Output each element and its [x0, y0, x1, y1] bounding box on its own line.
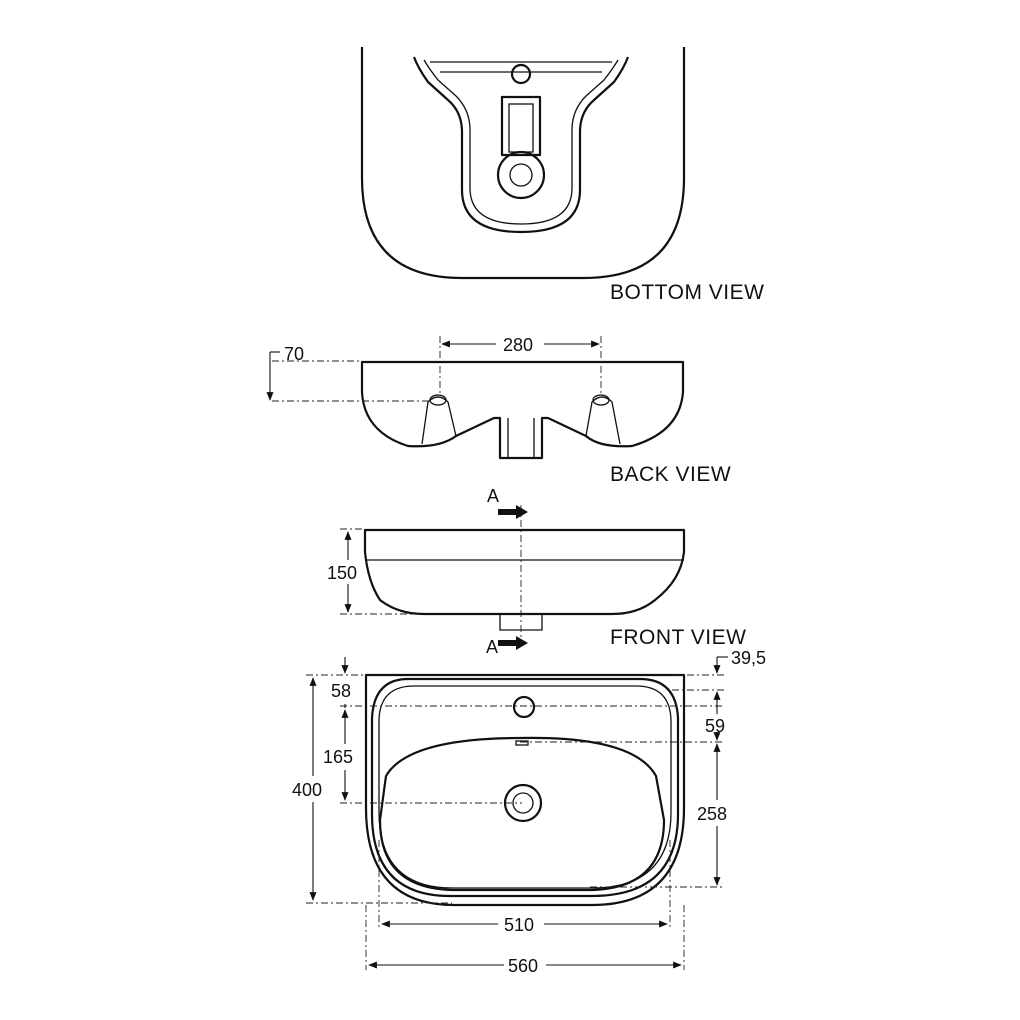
- top-view-drain-inner: [512, 792, 534, 814]
- section-arrow-top: [498, 505, 528, 519]
- bottom-view-overflow-duct-inner: [508, 103, 534, 153]
- dimension-label-400: 400: [292, 780, 322, 800]
- dimension-label-39-5: 39,5: [731, 648, 766, 668]
- back-view: 70 280 BACK VIEW: [266, 335, 731, 486]
- bottom-view-tap-hole: [510, 63, 532, 85]
- dimension-label-165: 165: [323, 747, 353, 767]
- section-marker-top-label: A: [487, 486, 499, 506]
- dimension-label-58: 58: [331, 681, 351, 701]
- back-view-outline: [360, 360, 685, 460]
- top-view-rim-inner: [378, 685, 672, 889]
- top-view-bowl-outline: [378, 736, 666, 892]
- front-view: A A 150 FRONT VIEW: [327, 486, 746, 657]
- bottom-view-drain-outer: [496, 150, 546, 200]
- back-view-pedestal-right: [585, 396, 621, 445]
- section-marker-bottom-label: A: [486, 637, 498, 657]
- back-view-fixing-left: [429, 394, 447, 406]
- section-arrow-bottom: [498, 636, 528, 650]
- back-view-label: BACK VIEW: [610, 463, 731, 486]
- top-view-outer-outline: [364, 673, 686, 907]
- dimension-label-510: 510: [504, 915, 534, 935]
- bottom-view-underside-rib: [412, 56, 630, 234]
- bottom-view-outline: [360, 47, 686, 280]
- front-view-outline: [363, 528, 686, 616]
- bottom-view: BOTTOM VIEW: [360, 47, 764, 304]
- bottom-view-rim-channel: [430, 61, 612, 73]
- top-view-rim-outline: [370, 677, 680, 898]
- dimension-label-70: 70: [284, 344, 304, 364]
- back-view-fixing-right: [592, 394, 610, 406]
- top-view-tap-hole: [512, 695, 536, 719]
- dimension-label-280: 280: [503, 335, 533, 355]
- dimension-label-560: 560: [508, 956, 538, 976]
- dimension-label-150: 150: [327, 563, 357, 583]
- bottom-view-label: BOTTOM VIEW: [610, 281, 764, 304]
- front-view-label: FRONT VIEW: [610, 626, 746, 649]
- dimension-label-59: 59: [705, 716, 725, 736]
- top-view-overflow-slot: [515, 740, 529, 746]
- back-view-pedestal-left: [421, 396, 457, 445]
- bottom-view-drain-inner: [509, 163, 533, 187]
- top-view: 400 58 165 39,5 59 258 510 560: [292, 648, 766, 976]
- bottom-view-overflow-duct: [500, 95, 542, 157]
- dimension-label-258: 258: [697, 804, 727, 824]
- bottom-view-underside-rib-inner: [423, 59, 619, 225]
